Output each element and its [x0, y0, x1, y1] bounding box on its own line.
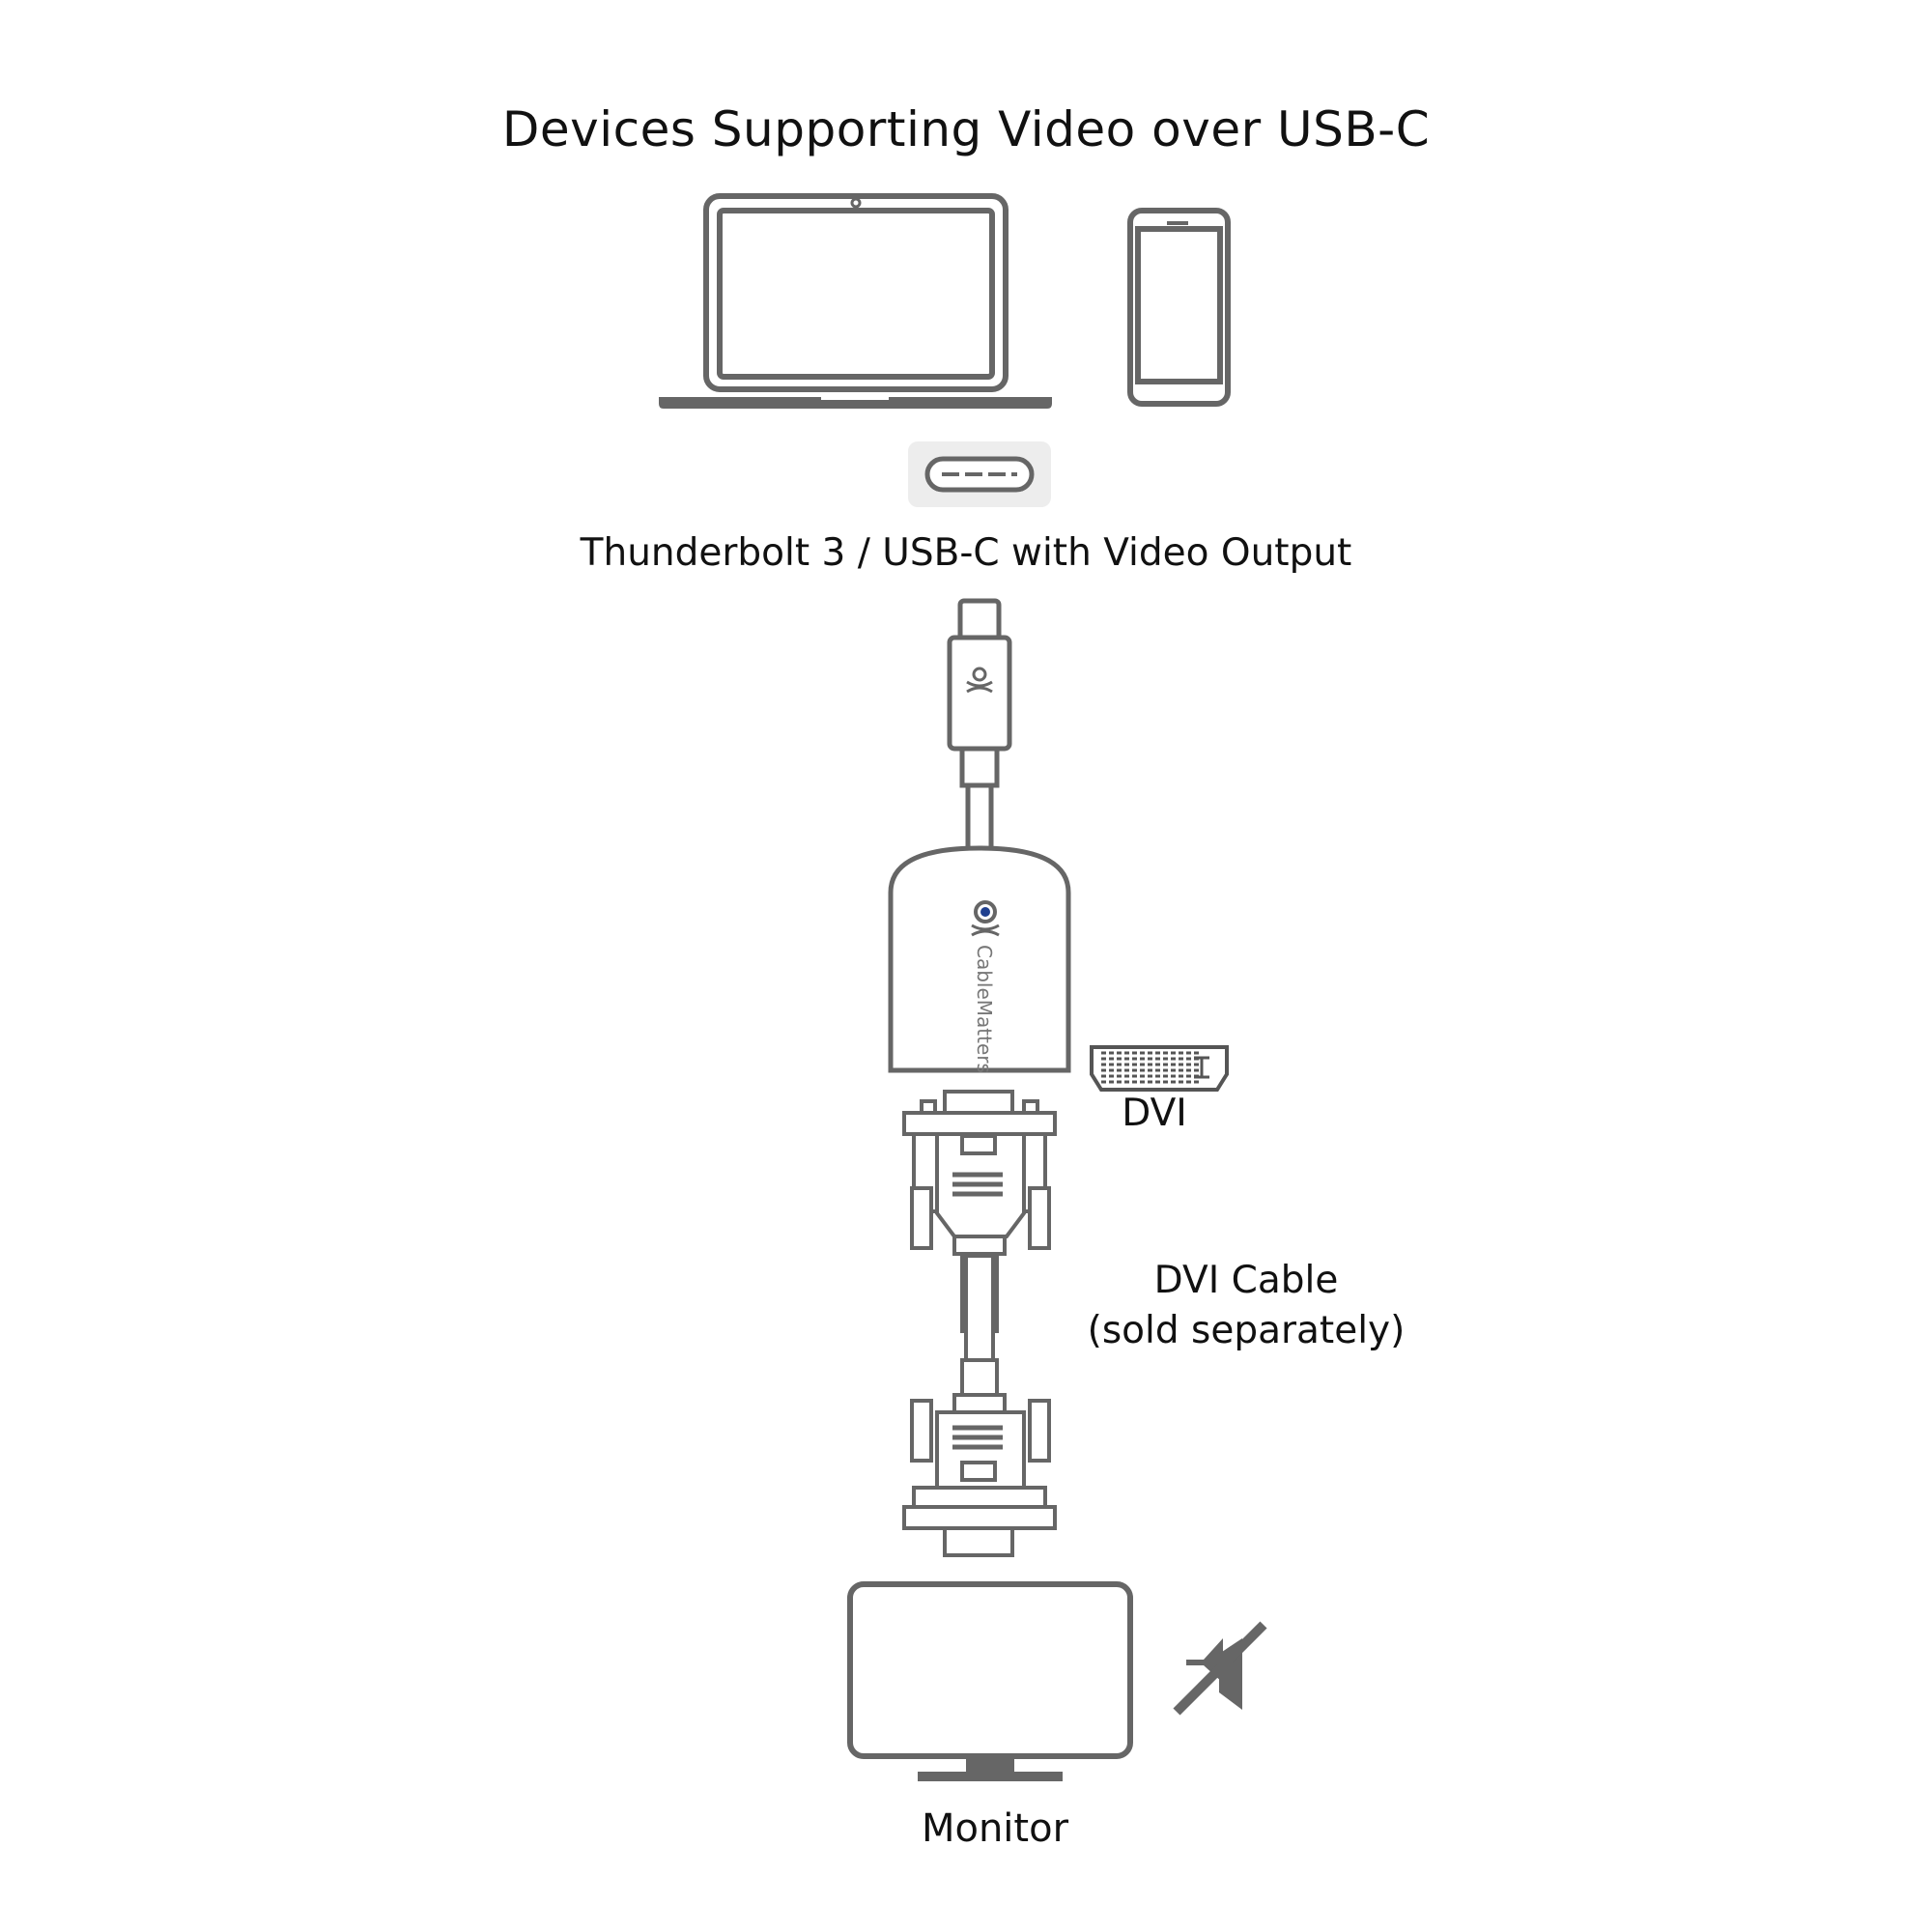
dvi-label: DVI	[1122, 1092, 1187, 1135]
adapter-brand-text: CableMatters	[973, 945, 996, 1073]
monitor-icon	[847, 1581, 1133, 1781]
usb-c-plug	[947, 598, 1012, 856]
dvi-port-icon	[1090, 1045, 1229, 1092]
dvi-cable-label: DVI Cable (sold separately)	[1043, 1256, 1449, 1356]
adapter-body: CableMatters	[888, 845, 1071, 1073]
laptop-icon	[659, 193, 1052, 409]
diagram-title: Devices Supporting Video over USB-C	[501, 101, 1431, 157]
usb-c-port-icon	[908, 441, 1051, 507]
no-audio-icon	[1173, 1621, 1267, 1716]
port-label: Thunderbolt 3 / USB-C with Video Output	[580, 531, 1352, 575]
dvi-cable-wire	[964, 1254, 995, 1378]
dvi-connector-bottom	[902, 1358, 1057, 1557]
monitor-label: Monitor	[921, 1806, 1069, 1851]
smartphone-icon	[1127, 208, 1231, 407]
brand-logo-icon	[966, 667, 993, 694]
dvi-cable-label-line2: (sold separately)	[1087, 1309, 1406, 1352]
dvi-cable-label-line1: DVI Cable	[1153, 1259, 1339, 1302]
